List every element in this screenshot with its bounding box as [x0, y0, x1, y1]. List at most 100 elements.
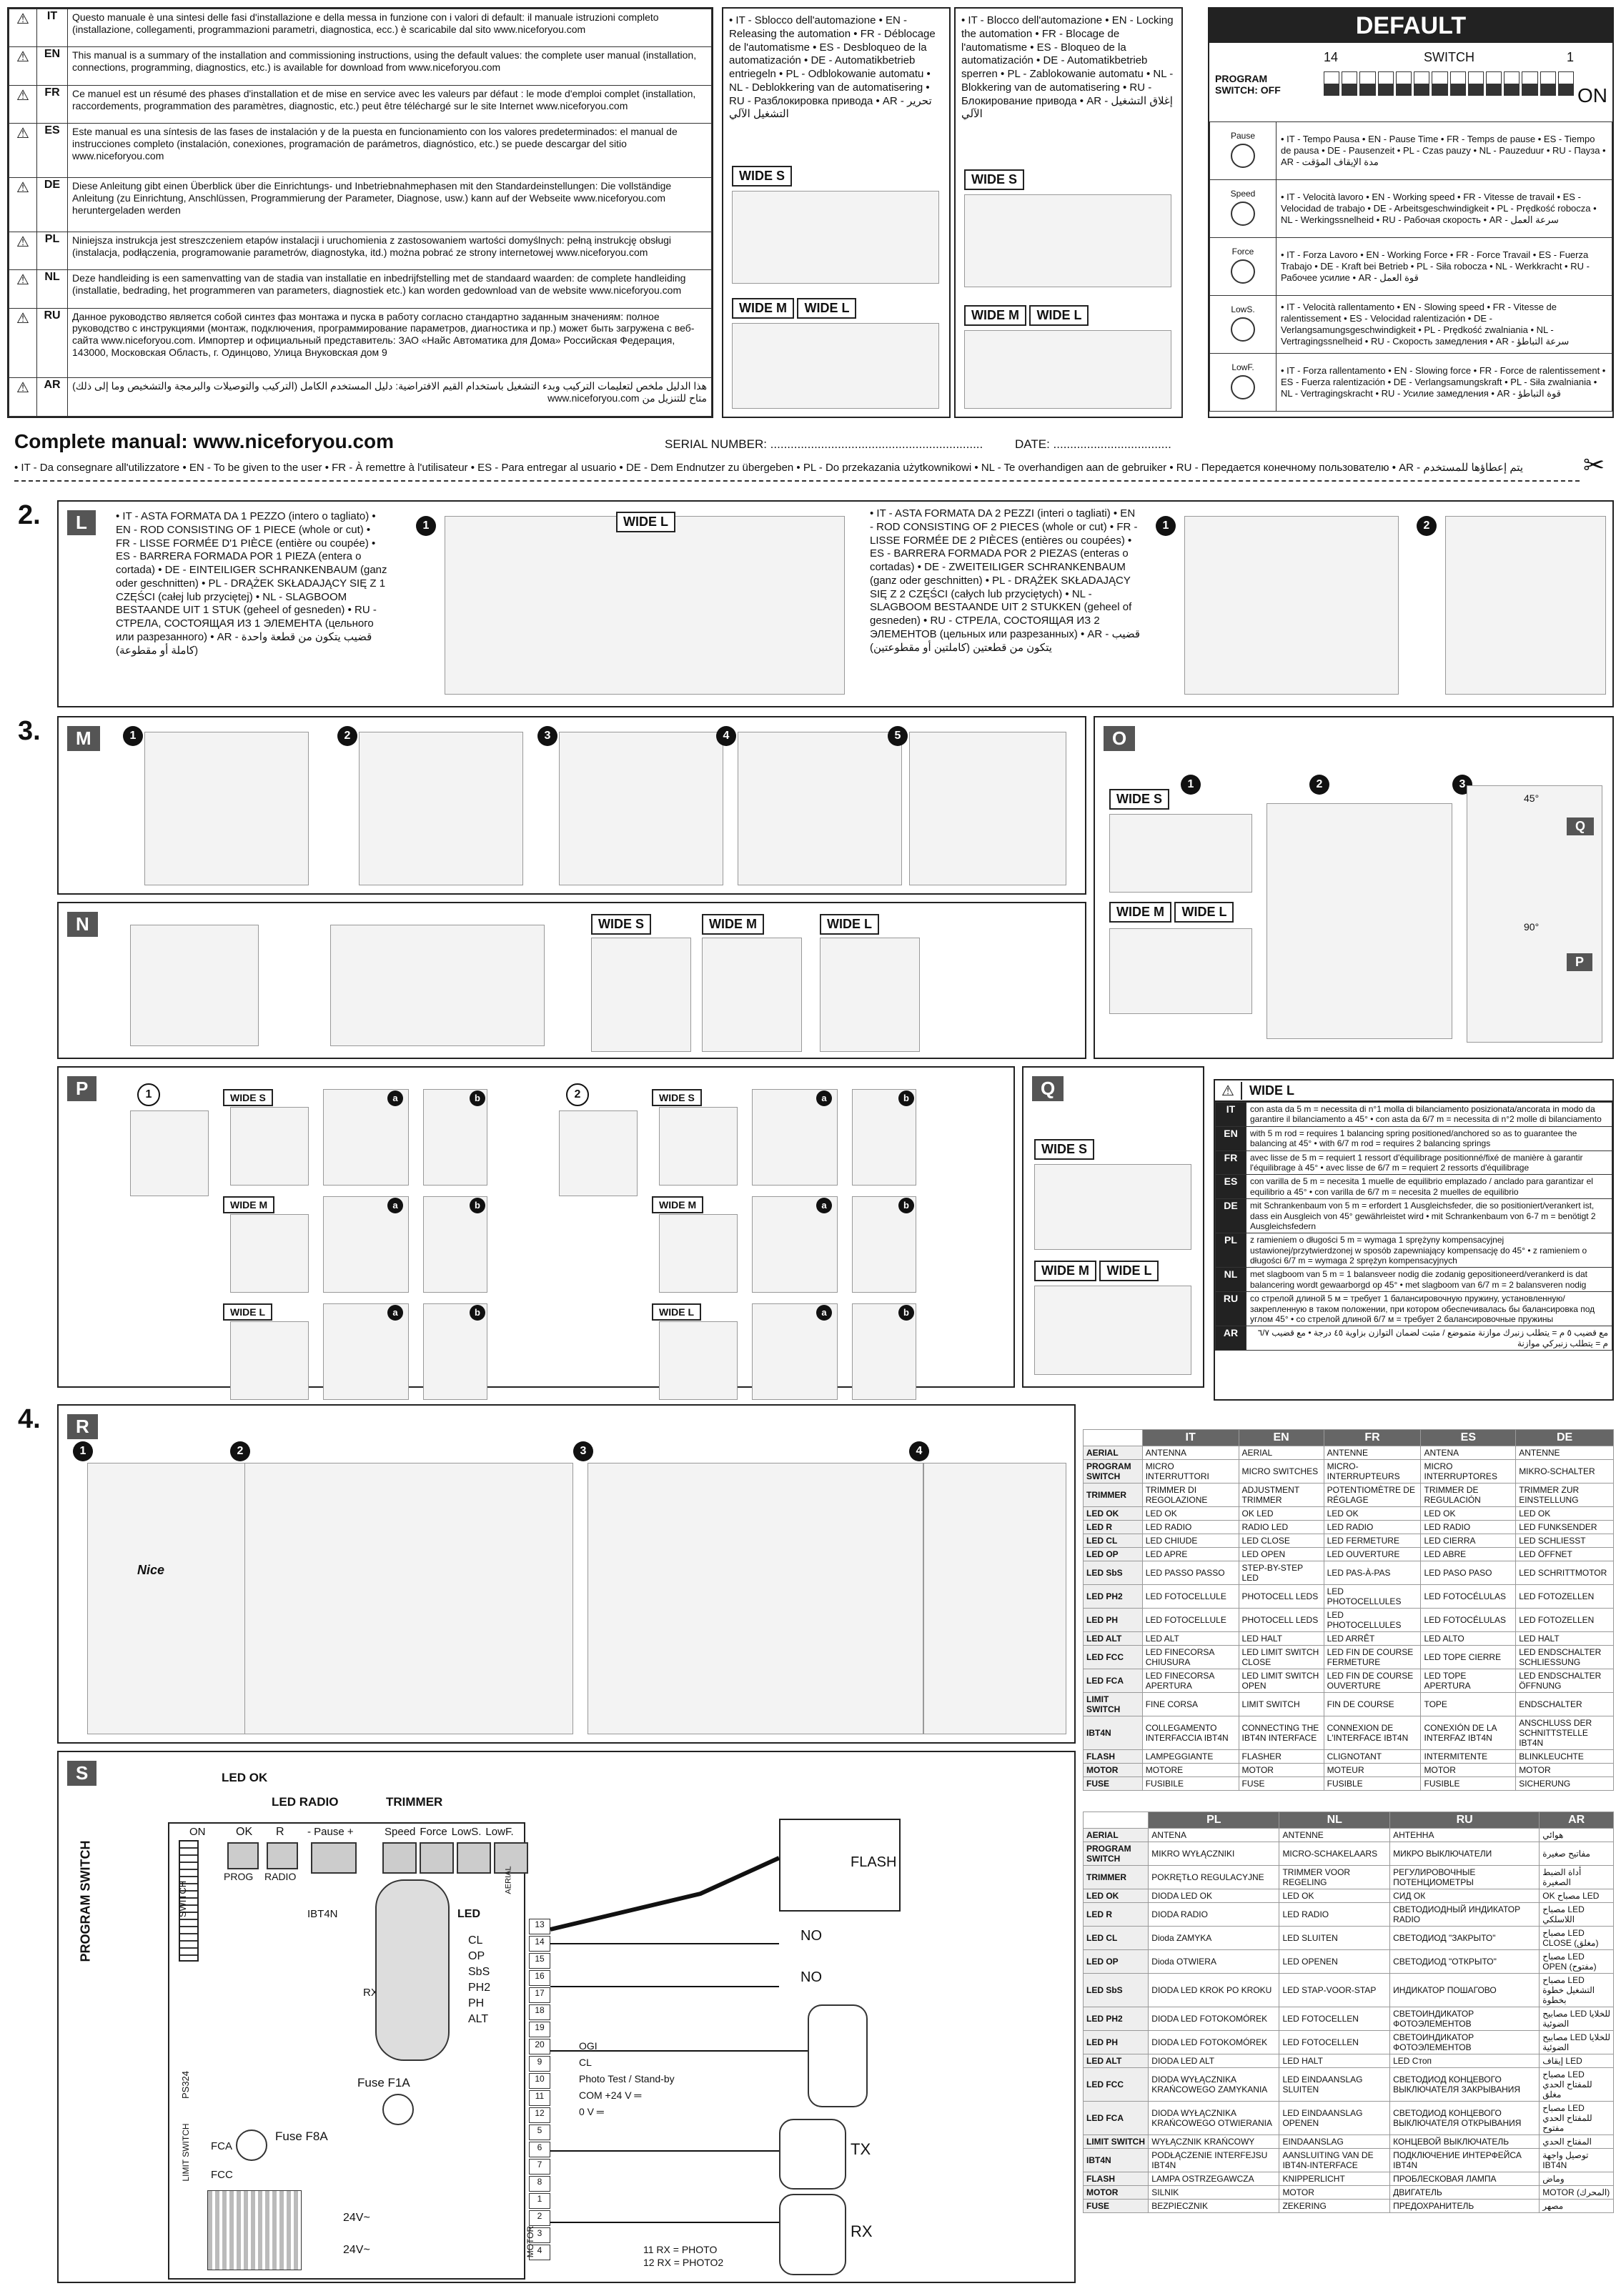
lang-code: NL: [36, 269, 68, 309]
terms-key: LED OP: [1082, 1949, 1149, 1974]
flash-device: [779, 1819, 901, 1912]
switch-left: 14: [1324, 50, 1339, 64]
terms-header: ES: [1420, 1429, 1517, 1446]
terms-key: PROGRAM SWITCH: [1083, 1459, 1143, 1484]
serial-number: SERIAL NUMBER: .........................…: [665, 437, 983, 451]
q-wide-s: WIDE S: [1034, 1139, 1095, 1160]
terms-cell: TRIMMER VOOR REGELING: [1279, 1865, 1391, 1889]
lang-code: ES: [1215, 1174, 1246, 1200]
key-selector: [808, 2004, 868, 2107]
terminal: 6: [529, 2142, 550, 2157]
terms-cell: DIODA LED ALT: [1148, 2054, 1280, 2068]
label-no-1: NO: [800, 1928, 822, 1944]
wide-l-text: with 5 m rod = requires 1 balancing spri…: [1246, 1125, 1612, 1151]
terms-cell: ADJUSTMENT TRIMMER: [1238, 1483, 1324, 1507]
term-cl: CL: [579, 2057, 592, 2068]
lock-text: • IT - Blocco dell'automazione • EN - Lo…: [961, 14, 1174, 121]
intro-text: Deze handleiding is een samenvatting van…: [67, 269, 712, 309]
lang-code: FR: [1215, 1150, 1246, 1176]
lock-illustration-s: [964, 194, 1171, 287]
label-tx: TX: [851, 2140, 871, 2158]
lang-code: DE: [36, 177, 68, 232]
tag-r: R: [67, 1414, 98, 1439]
section-4-s: S: [57, 1751, 1076, 2283]
dip-switch: [1540, 71, 1556, 96]
board-force: Force: [420, 1826, 447, 1838]
step-1-icon: 1: [416, 516, 436, 536]
terminal: 1: [529, 2193, 550, 2209]
r-step-illustration: [588, 1463, 923, 1734]
terms-key: LED FCA: [1082, 2101, 1149, 2135]
terminal: 20: [529, 2039, 550, 2054]
p-illustration: [659, 1214, 738, 1293]
terms-cell: LED EINDAANSLAG OPENEN: [1279, 2101, 1391, 2135]
dip-switch: [1432, 71, 1448, 96]
terms-cell: مصابيح LED للخلايا الضوئية: [1539, 2030, 1614, 2054]
q-wide-m: WIDE M: [1034, 1261, 1096, 1281]
tag-o: O: [1104, 726, 1136, 751]
terms-cell: BLINKLEUCHTE: [1515, 1749, 1614, 1764]
terms-key: LED R: [1082, 1902, 1149, 1927]
warning-icon: ⚠: [9, 377, 37, 417]
warning-icon: ⚠: [9, 8, 37, 48]
terms-cell: CONNECTING THE IBT4N INTERFACE: [1238, 1716, 1324, 1750]
o-illustration-s: [1109, 814, 1252, 893]
dip-switch: [1504, 71, 1520, 96]
terms-cell: АНТЕННА: [1389, 1828, 1540, 1842]
terms-cell: LED OPEN: [1238, 1547, 1324, 1561]
terms-cell: CONNEXION DE L'INTERFACE IBT4N: [1323, 1716, 1422, 1750]
tag-m: M: [67, 726, 100, 751]
terms-cell: LED ÖFFNET: [1515, 1547, 1614, 1561]
n-wide-m: WIDE M: [702, 914, 764, 935]
wide-s-label-2: WIDE S: [964, 169, 1025, 190]
board-fcc: FCC: [211, 2169, 233, 2181]
terms-cell: MOTOR: [1420, 1763, 1517, 1777]
r-step-3: 3: [573, 1441, 593, 1461]
terms-cell: FUSIBLE: [1323, 1776, 1422, 1791]
photocell-rx: [779, 2194, 846, 2275]
terms-cell: SICHERUNG: [1515, 1776, 1614, 1791]
release-illustration-ml: [732, 323, 939, 409]
wide-s-label: WIDE S: [732, 166, 793, 187]
p-wide_s: WIDE S: [223, 1089, 273, 1106]
terms-cell: DIODA LED OK: [1148, 1889, 1280, 1903]
terms-cell: إيقاف LED: [1539, 2054, 1614, 2068]
step-2-icon: 2: [1417, 516, 1437, 536]
terms-cell: LED ARRÊT: [1323, 1631, 1422, 1646]
terms-cell: LED HALT: [1279, 2054, 1391, 2068]
default-param-icon: Speed: [1209, 179, 1277, 238]
dip-switch: [1449, 71, 1466, 96]
intro-text: Questo manuale è una sintesi delle fasi …: [67, 8, 712, 48]
o-wide-m: WIDE M: [1109, 902, 1171, 923]
m-step-illustration: [144, 732, 309, 885]
terms-cell: DIODA WYŁĄCZNIKA KRAŃCOWEGO ZAMYKANIA: [1148, 2067, 1280, 2102]
switch-right: 1: [1567, 50, 1575, 64]
default-panel: DEFAULT PROGRAM SWITCH: OFF 14 SWITCH 1 …: [1208, 7, 1614, 418]
terms-cell: LED CLOSE: [1238, 1534, 1324, 1548]
terms-header: AR: [1539, 1812, 1614, 1829]
sec2-text1: • IT - ASTA FORMATA DA 1 PEZZO (intero o…: [116, 510, 387, 657]
fuse-f1a-icon: [382, 2094, 414, 2125]
section-2-number: 2.: [18, 500, 41, 530]
terms-cell: LED PHOTOCELLULES: [1323, 1608, 1422, 1632]
p-wide_l: WIDE L: [223, 1303, 272, 1321]
wide-m-label-2: WIDE M: [964, 305, 1026, 326]
wide-ml-labels: WIDE M WIDE L: [732, 298, 857, 319]
o-wide-ml: WIDE M WIDE L: [1109, 902, 1234, 923]
tag-s: S: [67, 1761, 97, 1786]
section-2: L • IT - ASTA FORMATA DA 1 PEZZO (intero…: [57, 500, 1614, 707]
led-item: CL: [468, 1934, 483, 1947]
terms-cell: LED CHIUDE: [1141, 1534, 1239, 1548]
default-param-text: • IT - Forza rallentamento • EN - Slowin…: [1276, 353, 1612, 412]
terms-cell: LED SLUITEN: [1279, 1926, 1391, 1950]
